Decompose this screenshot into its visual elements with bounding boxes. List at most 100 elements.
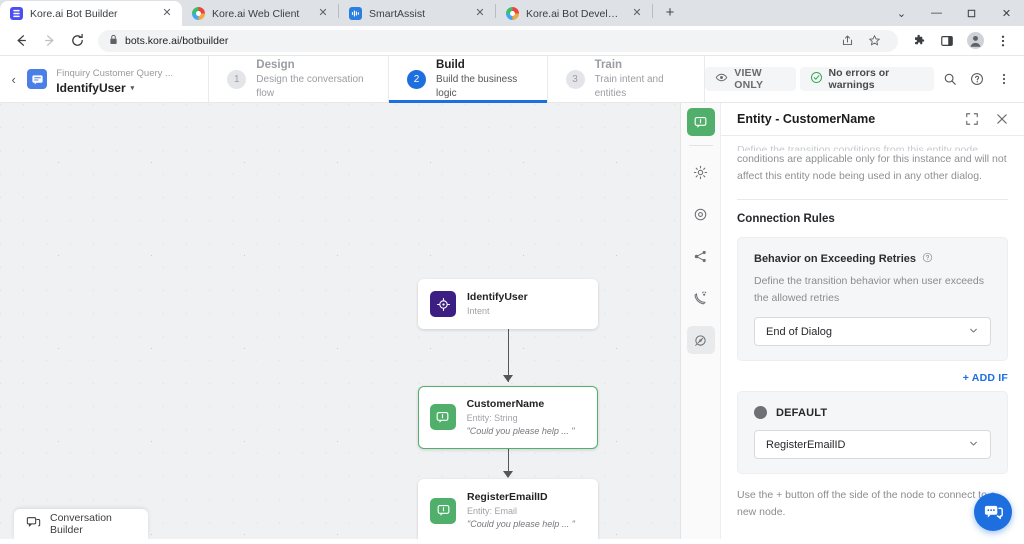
- browser-tab-1[interactable]: Kore.ai Web Client ✕: [182, 1, 338, 26]
- tab-close-icon[interactable]: ✕: [162, 7, 172, 19]
- browser-tab-3[interactable]: Kore.ai Bot Developers Commun ✕: [496, 1, 652, 26]
- panel-title: Entity - CustomerName: [737, 112, 876, 126]
- node-customername[interactable]: CustomerName Entity: String "Could you p…: [418, 386, 598, 449]
- kore-icon: [10, 7, 23, 20]
- step-title: Build: [436, 58, 465, 71]
- default-target-value: RegisterEmailID: [766, 438, 846, 451]
- settings-gear-icon[interactable]: [687, 158, 715, 186]
- panel-intro: conditions are applicable only for this …: [737, 153, 1007, 182]
- tab-close-icon[interactable]: ✕: [632, 7, 642, 19]
- forward-icon[interactable]: [36, 28, 62, 54]
- node-identifyuser[interactable]: IdentifyUser Intent: [418, 279, 598, 330]
- chevron-down-icon: [968, 325, 979, 339]
- edge-arrow-icon: [503, 375, 513, 382]
- reload-icon[interactable]: [64, 28, 90, 54]
- entity-icon: [429, 404, 456, 431]
- default-dot-icon: [754, 406, 767, 420]
- bot-name[interactable]: IdentifyUser ▾: [56, 81, 173, 95]
- add-if-button[interactable]: + ADD IF: [962, 372, 1008, 385]
- panel-intro-clipped: Define the transition conditions from th…: [737, 144, 981, 151]
- extensions-puzzle-icon[interactable]: [906, 28, 932, 54]
- default-label: DEFAULT: [776, 406, 828, 419]
- view-only-label: VIEW ONLY: [734, 67, 764, 91]
- intent-icon: [430, 291, 456, 318]
- step-train[interactable]: 3 Train Train intent and entities: [548, 56, 706, 102]
- target-icon[interactable]: [687, 200, 715, 228]
- share-nodes-icon[interactable]: [687, 242, 715, 270]
- step-number: 3: [565, 69, 585, 89]
- panel-scroll-area[interactable]: Define the transition conditions from th…: [721, 136, 1024, 539]
- step-description: Build the business logic: [436, 74, 518, 99]
- behavior-card: Behavior on Exceeding Retries Define the…: [737, 237, 1008, 362]
- collapse-icon[interactable]: [962, 109, 982, 129]
- chrome-ring-icon: [506, 7, 519, 20]
- tab-close-icon[interactable]: ✕: [475, 7, 485, 19]
- browser-tab-0[interactable]: Kore.ai Bot Builder ✕: [0, 1, 182, 26]
- chrome-menu-icon[interactable]: [990, 28, 1016, 54]
- browser-toolbar: bots.kore.ai/botbuilder: [0, 26, 1024, 56]
- step-build[interactable]: 2 Build Build the business logic: [389, 56, 548, 103]
- view-only-badge[interactable]: VIEW ONLY: [705, 67, 796, 91]
- tab-divider: [495, 3, 496, 18]
- node-title: IdentifyUser: [467, 291, 528, 303]
- bot-subtitle: Finquiry Customer Query ...: [56, 67, 173, 79]
- step-number: 2: [407, 69, 427, 89]
- help-circle-icon[interactable]: [922, 252, 933, 266]
- edge-connector: [507, 328, 510, 382]
- tab-close-icon[interactable]: ✕: [318, 7, 328, 19]
- close-window-icon[interactable]: ✕: [1001, 7, 1012, 20]
- search-icon[interactable]: [938, 66, 961, 92]
- bot-icon: [27, 69, 48, 89]
- entity-node-icon[interactable]: [686, 108, 715, 136]
- address-bar[interactable]: bots.kore.ai/botbuilder: [98, 28, 898, 54]
- profile-avatar-icon[interactable]: [962, 28, 988, 54]
- step-description: Design the conversation flow: [256, 74, 364, 99]
- behavior-select[interactable]: End of Dialog: [754, 317, 991, 347]
- node-title: RegisterEmailID: [467, 491, 548, 503]
- bookmark-star-icon[interactable]: [861, 28, 887, 54]
- side-panel-icon[interactable]: [934, 28, 960, 54]
- default-rule-card: DEFAULT RegisterEmailID: [737, 391, 1008, 475]
- node-prompt: "Could you please help ... ": [466, 425, 575, 436]
- help-icon[interactable]: [966, 66, 989, 92]
- divider: [737, 199, 1008, 200]
- app-header: ‹ Finquiry Customer Query ... IdentifyUs…: [0, 56, 1024, 103]
- browser-tab-title: SmartAssist: [369, 7, 426, 20]
- conversation-builder-icon: [26, 515, 41, 533]
- status-badge[interactable]: No errors or warnings: [799, 67, 935, 91]
- properties-panel: Entity - CustomerName Define the transit…: [680, 103, 1024, 539]
- conversation-builder-tab[interactable]: Conversation Builder: [14, 509, 148, 539]
- check-circle-icon: [810, 71, 823, 87]
- node-title: CustomerName: [466, 397, 545, 410]
- panel-body: Entity - CustomerName Define the transit…: [721, 103, 1024, 539]
- chat-assistant-icon[interactable]: [974, 493, 1012, 531]
- step-design[interactable]: 1 Design Design the conversation flow: [209, 56, 390, 102]
- new-tab-button[interactable]: +: [665, 3, 675, 21]
- tab-divider: [652, 3, 653, 18]
- maximize-icon[interactable]: [954, 0, 989, 26]
- node-type: Intent: [467, 306, 490, 317]
- node-registeremailid[interactable]: RegisterEmailID Entity: Email "Could you…: [418, 479, 598, 539]
- chevron-down-icon: ▾: [130, 85, 135, 93]
- panel-footnote: Use the + button off the side of the nod…: [737, 489, 996, 518]
- browser-tab-2[interactable]: SmartAssist ✕: [339, 1, 495, 26]
- close-icon[interactable]: [992, 109, 1012, 129]
- tab-divider: [338, 3, 339, 18]
- kebab-menu-icon[interactable]: [993, 66, 1016, 92]
- minimize-icon[interactable]: —: [931, 7, 942, 19]
- connection-icon[interactable]: [686, 326, 715, 354]
- behavior-label-row: Behavior on Exceeding Retries: [754, 252, 991, 266]
- node-type: Entity: String: [466, 412, 518, 423]
- retry-voice-icon[interactable]: [687, 284, 715, 312]
- tab-list-chevron-icon[interactable]: ⌄: [896, 7, 907, 20]
- header-back-button[interactable]: ‹: [11, 71, 16, 87]
- dialog-canvas[interactable]: IdentifyUser Intent CustomerName Entity:…: [0, 103, 680, 539]
- conversation-builder-label: Conversation Builder: [50, 512, 112, 536]
- node-prompt: "Could you please help ... ": [467, 519, 575, 530]
- connection-rules-title: Connection Rules: [737, 213, 835, 225]
- bot-selector[interactable]: Finquiry Customer Query ... IdentifyUser…: [27, 56, 210, 102]
- share-icon[interactable]: [834, 28, 860, 54]
- node-type: Entity: Email: [467, 506, 518, 517]
- back-icon[interactable]: [8, 28, 34, 54]
- default-target-select[interactable]: RegisterEmailID: [754, 430, 991, 460]
